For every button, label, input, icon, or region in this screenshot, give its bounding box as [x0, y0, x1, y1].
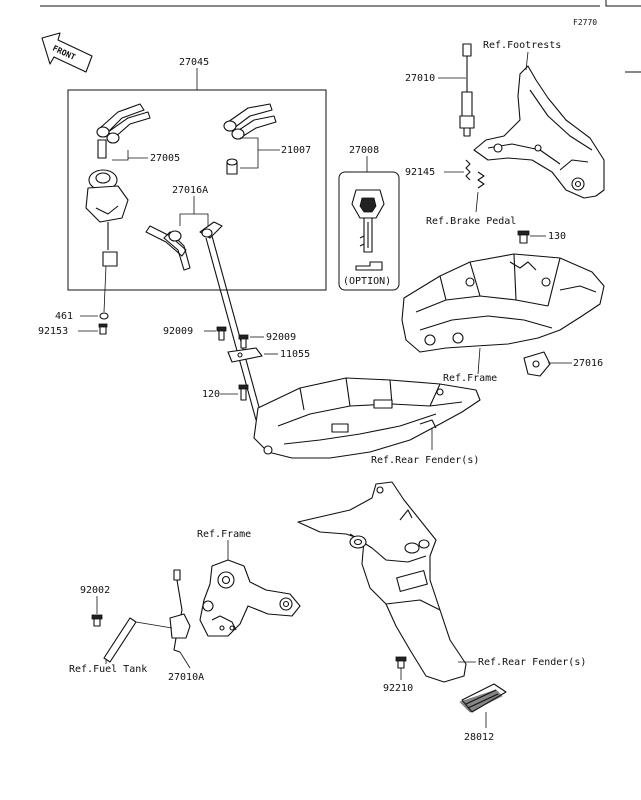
rear-fender-upper — [253, 377, 481, 459]
callout-461: 461 — [55, 311, 73, 322]
callout-92009-left: 92009 — [163, 326, 193, 337]
key-blank-icon — [355, 261, 383, 271]
bolt-92002 — [91, 614, 103, 627]
seat-lock-cable — [211, 235, 263, 419]
callout-28012: 28012 — [464, 732, 494, 743]
washer-461 — [99, 312, 109, 320]
callout-21007: 21007 — [281, 145, 311, 156]
switch-27010a — [169, 569, 191, 653]
callout-92153: 92153 — [38, 326, 68, 337]
ref-brake-pedal: Ref.Brake Pedal — [426, 216, 516, 227]
callout-27010: 27010 — [405, 73, 435, 84]
corner-bracket — [605, 0, 641, 7]
ignition-switch — [85, 169, 129, 267]
callout-92210: 92210 — [383, 683, 413, 694]
bolt-92009-right — [238, 334, 249, 349]
footrest-bracket — [473, 65, 605, 199]
bolt-92210 — [395, 656, 407, 669]
seat-lock-27016 — [523, 351, 551, 377]
callout-27016a: 27016A — [172, 185, 208, 196]
callout-92002: 92002 — [80, 585, 110, 596]
option-key — [351, 189, 385, 253]
figure-code: F2770 — [573, 18, 597, 27]
brake-light-switch — [459, 43, 475, 137]
option-label: (OPTION) — [343, 276, 391, 287]
key-set-27005 — [96, 103, 151, 159]
ref-rear-fender-lower: Ref.Rear Fender(s) — [478, 657, 586, 668]
callout-11055: 11055 — [280, 349, 310, 360]
bolt-120 — [238, 384, 249, 401]
callout-92009-right: 92009 — [266, 332, 296, 343]
callout-27010a: 27010A — [168, 672, 204, 683]
option-key-box — [338, 171, 400, 291]
reflector-28012 — [459, 683, 507, 713]
bracket-11055 — [227, 347, 263, 363]
key-set-27016a — [145, 221, 223, 271]
key-set-21007 — [223, 103, 277, 175]
callout-120: 120 — [202, 389, 220, 400]
callout-92145: 92145 — [405, 167, 435, 178]
callout-27008: 27008 — [349, 145, 379, 156]
ref-frame-upper: Ref.Frame — [443, 373, 497, 384]
bolt-92153 — [98, 323, 108, 335]
ref-frame-lower: Ref.Frame — [197, 529, 251, 540]
bolt-130 — [517, 230, 530, 244]
callout-27005: 27005 — [150, 153, 180, 164]
ref-rear-fender-upper: Ref.Rear Fender(s) — [371, 455, 479, 466]
rear-fender-lower — [297, 481, 467, 683]
front-arrow: FRONT — [41, 32, 93, 73]
fuel-tank-rod — [103, 617, 137, 663]
callout-27045: 27045 — [179, 57, 209, 68]
spring-92145 — [465, 159, 485, 189]
ref-fuel-tank: Ref.Fuel Tank — [69, 664, 147, 675]
ref-footrests: Ref.Footrests — [483, 40, 561, 51]
bolt-92009-left — [216, 326, 227, 341]
callout-130: 130 — [548, 231, 566, 242]
callout-27016: 27016 — [573, 358, 603, 369]
lower-frame-bracket — [199, 559, 301, 637]
rear-frame — [401, 253, 605, 353]
